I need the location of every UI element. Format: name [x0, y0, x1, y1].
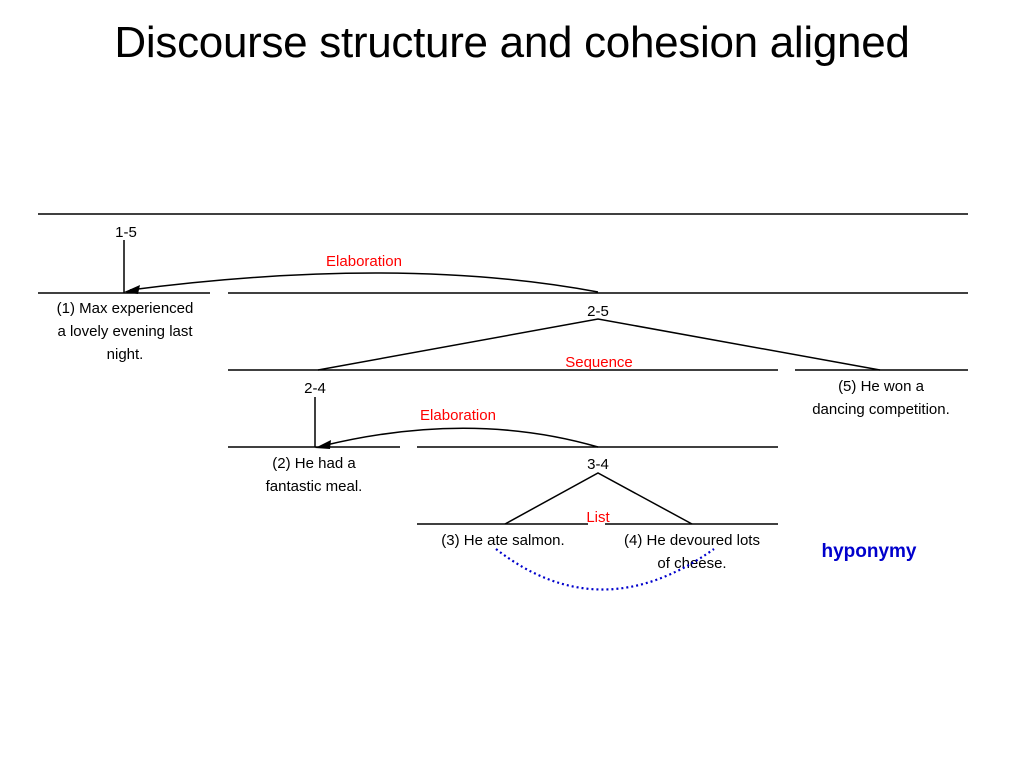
segment-1-line-3: night.: [107, 346, 144, 363]
hyponymy-label: hyponymy: [821, 541, 916, 562]
segment-1-line-2: a lovely evening last: [57, 323, 193, 340]
hyponymy-link-arc: [495, 548, 715, 591]
arrowhead-mid: [315, 440, 331, 449]
node-label-2-5: 2-5: [587, 303, 609, 320]
relation-label-elaboration-top: Elaboration: [326, 253, 402, 270]
segment-2-line-1: (2) He had a: [272, 455, 356, 472]
node-label-1-5: 1-5: [115, 224, 137, 241]
node-label-3-4: 3-4: [587, 456, 609, 473]
elaboration-arc-top: [129, 272, 599, 293]
elaboration-arc-mid: [321, 427, 599, 448]
relation-label-sequence: Sequence: [565, 354, 633, 371]
sequence-branch: [317, 318, 881, 371]
segment-1-line-1: (1) Max experienced: [57, 300, 194, 317]
segment-2-line-2: fantastic meal.: [266, 478, 363, 495]
relation-label-elaboration-mid: Elaboration: [420, 407, 496, 424]
arrowhead-top: [124, 285, 140, 294]
node-label-2-4: 2-4: [304, 380, 326, 397]
list-branch: [504, 472, 693, 525]
slide-title: Discourse structure and cohesion aligned: [114, 18, 910, 67]
segment-5-line-2: dancing competition.: [812, 401, 950, 418]
relation-label-list: List: [586, 509, 610, 526]
segment-3-line-1: (3) He ate salmon.: [441, 532, 564, 549]
segment-5-line-1: (5) He won a: [838, 378, 925, 395]
segment-4-line-1: (4) He devoured lots: [624, 532, 760, 549]
